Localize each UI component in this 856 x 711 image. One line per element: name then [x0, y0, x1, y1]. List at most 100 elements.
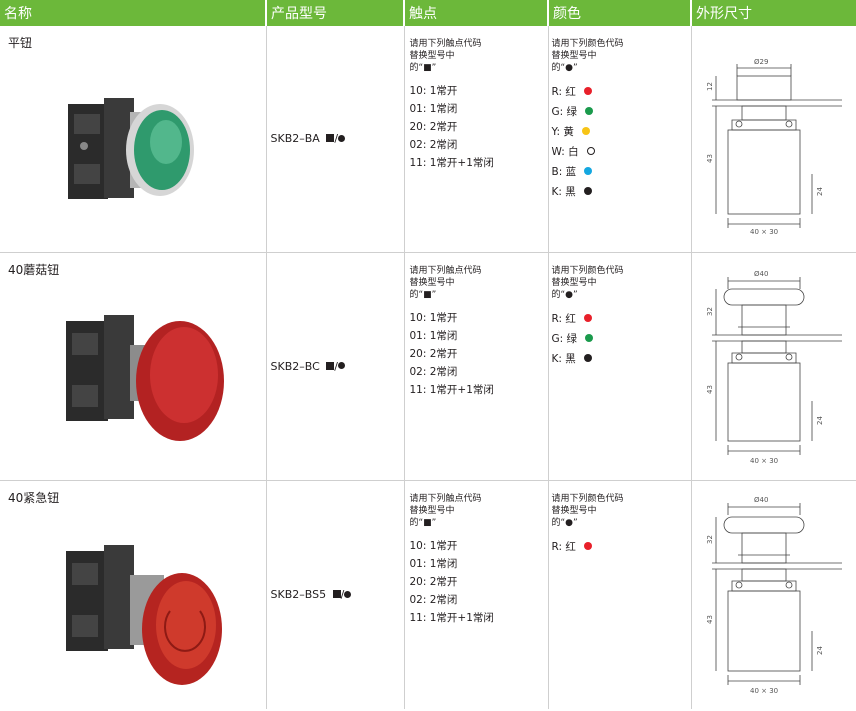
colors-cell: 请用下列颜色代码 替换型号中 的“●” R: 红 G: 绿 K: 黑 [548, 252, 692, 481]
header-row: 名称 产品型号 触点 颜色 外形尺寸 [0, 0, 856, 26]
model-cell: SKB2–BC / [266, 252, 405, 481]
model-number: SKB2–BS5 [270, 588, 327, 602]
contacts-note: 请用下列触点代码 替换型号中 的“■” [409, 493, 482, 528]
product-name: 40紧急钮 [8, 490, 60, 505]
list-item: W: 白 [552, 142, 691, 162]
body-height-label: 43 [706, 385, 714, 394]
list-item: B: 蓝 [552, 162, 691, 182]
list-item: 01: 1常闭 [409, 103, 458, 115]
colors-list: R: 红 G: 绿 K: 黑 [549, 301, 691, 369]
colors-note: 请用下列颜色代码 替换型号中 的“●” [551, 265, 624, 300]
color-code-dot [338, 134, 346, 142]
table-row: 40紧急钮 SKB2–BS5 / [0, 480, 856, 709]
color-dot-icon [583, 87, 592, 95]
body-height-label: 43 [706, 615, 714, 624]
color-code-dot [344, 590, 352, 598]
list-item: 20: 2常开 [409, 347, 458, 360]
base-size-label: 40 × 30 [750, 687, 778, 695]
header-contacts: 触点 [404, 0, 549, 26]
product-name: 40蘑菇钮 [8, 262, 60, 277]
contacts-cell: 请用下列触点代码 替换型号中 的“■” 10: 1常开 01: 1常闭 20: … [404, 26, 549, 253]
dimensions-cell: Ø40 32 43 24 40 × 30 [691, 480, 856, 709]
contacts-list: 10: 1常开 01: 1常闭 20: 2常开 02: 2常闭 11: 1常开+… [405, 74, 548, 172]
list-item: R: 红 [552, 537, 691, 557]
color-code-dot [338, 362, 345, 369]
list-item: Y: 黄 [552, 122, 691, 142]
contact-code-square [326, 134, 335, 143]
flat-button-photo [60, 84, 220, 234]
color-dot-icon [583, 187, 592, 195]
colors-list: R: 红 [549, 529, 691, 557]
product-name: 平钮 [8, 36, 33, 50]
contact-code-square [332, 590, 341, 599]
colors-list: R: 红 G: 绿 Y: 黄 W: 白 B: 蓝 K: 黑 [549, 74, 691, 202]
model-separator: / [334, 359, 338, 373]
list-item: 20: 2常开 [409, 575, 458, 588]
base-size-label: 40 × 30 [750, 228, 778, 236]
list-item: 01: 1常闭 [409, 557, 458, 570]
color-dot-icon [584, 167, 593, 175]
color-dot-icon [581, 127, 590, 135]
list-item: 10: 1常开 [409, 539, 458, 552]
contact-code-square [326, 361, 335, 370]
head-height-label: 12 [706, 82, 714, 91]
table-row: 平钮 SKB2–BA / [0, 26, 856, 253]
list-item: 11: 1常开+1常闭 [409, 383, 494, 396]
base-height-label: 24 [816, 187, 824, 196]
header-name: 名称 [0, 0, 267, 26]
colors-cell: 请用下列颜色代码 替换型号中 的“●” R: 红 G: 绿 Y: 黄 W: 白 … [548, 26, 692, 253]
mushroom-button-photo [60, 301, 224, 451]
model-cell: SKB2–BA / [266, 26, 405, 253]
base-size-label: 40 × 30 [750, 457, 778, 465]
model-separator: / [334, 132, 339, 146]
list-item: 01: 1常闭 [409, 329, 458, 342]
dimension-drawing: Ø29 12 43 24 40 × 30 [706, 58, 842, 236]
list-item: G: 绿 [552, 329, 691, 349]
body-height-label: 43 [706, 154, 714, 163]
name-cell: 40蘑菇钮 [0, 252, 267, 481]
list-item: 11: 1常开+1常闭 [409, 611, 494, 624]
model-cell: SKB2–BS5 / [266, 480, 405, 709]
contacts-cell: 请用下列触点代码 替换型号中 的“■” 10: 1常开 01: 1常闭 20: … [404, 480, 549, 709]
dimensions-cell: Ø29 12 43 24 40 × 30 [691, 26, 856, 253]
dimensions-cell: Ø40 32 43 24 40 × 30 [691, 252, 856, 481]
color-dot-icon [585, 333, 594, 342]
list-item: 10: 1常开 [409, 85, 458, 97]
list-item: 02: 2常闭 [409, 139, 458, 151]
model-separator: / [340, 588, 345, 602]
colors-note: 请用下列颜色代码 替换型号中 的“●” [551, 39, 624, 73]
contacts-list: 10: 1常开 01: 1常闭 20: 2常开 02: 2常闭 11: 1常开+… [405, 529, 548, 627]
colors-note: 请用下列颜色代码 替换型号中 的“●” [551, 493, 624, 528]
contacts-note: 请用下列触点代码 替换型号中 的“■” [409, 265, 482, 300]
header-dimensions: 外形尺寸 [691, 0, 856, 26]
emergency-button-photo [60, 531, 222, 685]
name-cell: 40紧急钮 [0, 480, 267, 709]
head-height-label: 32 [706, 535, 714, 544]
list-item: 11: 1常开+1常闭 [409, 157, 494, 169]
base-height-label: 24 [816, 645, 824, 654]
contacts-note: 请用下列触点代码 替换型号中 的“■” [409, 39, 482, 73]
head-diameter-label: Ø40 [754, 270, 768, 278]
colors-cell: 请用下列颜色代码 替换型号中 的“●” R: 红 [548, 480, 692, 709]
head-diameter-label: Ø29 [754, 58, 768, 66]
contacts-cell: 请用下列触点代码 替换型号中 的“■” 10: 1常开 01: 1常闭 20: … [404, 252, 549, 481]
list-item: 20: 2常开 [409, 121, 458, 133]
model-number: SKB2–BA [270, 132, 320, 146]
list-item: R: 红 [552, 309, 691, 329]
list-item: 02: 2常闭 [409, 593, 458, 606]
contacts-list: 10: 1常开 01: 1常闭 20: 2常开 02: 2常闭 11: 1常开+… [405, 301, 548, 399]
base-height-label: 24 [816, 415, 824, 424]
name-cell: 平钮 [0, 26, 267, 253]
model-number: SKB2–BC [270, 359, 320, 373]
color-dot-icon [585, 107, 594, 115]
dimension-drawing: Ø40 32 43 24 40 × 30 [706, 270, 842, 465]
list-item: G: 绿 [552, 102, 691, 122]
header-model: 产品型号 [266, 0, 405, 26]
list-item: 10: 1常开 [409, 311, 458, 324]
dimension-drawing: Ø40 32 43 24 40 × 30 [706, 496, 842, 695]
color-dot-icon [586, 147, 595, 155]
color-dot-icon [583, 353, 592, 362]
color-dot-icon [583, 541, 592, 550]
head-diameter-label: Ø40 [754, 496, 768, 504]
